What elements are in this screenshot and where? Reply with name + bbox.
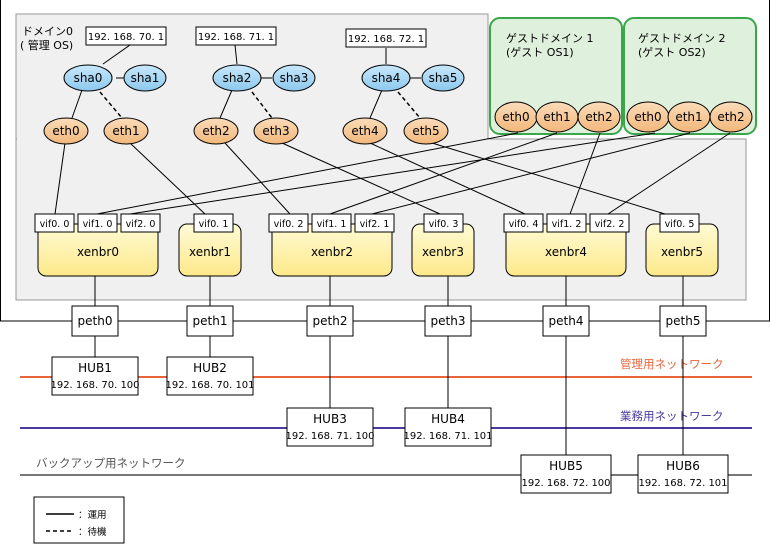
peth4: peth4 [549,314,584,328]
bridge-xenbr3-label: xenbr3 [422,245,464,259]
peth2: peth2 [313,314,348,328]
hub1-name: HUB1 [78,361,112,375]
hub6-name: HUB6 [666,459,700,473]
backup-network-label: バックアップ用ネットワーク [36,456,186,470]
dom0-eth1: eth1 [112,124,139,138]
guest-links [96,132,731,215]
guest-eth-nodes: eth0 eth1 eth2 eth0 eth1 eth2 [494,101,753,133]
peth0: peth0 [78,314,113,328]
guest-domain-1-subtitle: (ゲスト OS1) [506,46,574,59]
bridge-xenbr5-label: xenbr5 [661,245,703,259]
hub3-ip: 192. 168. 71. 100 [285,431,374,442]
hub-boxes: HUB1 192. 168. 70. 100 HUB2 192. 168. 70… [50,356,729,494]
bond-ip-0: 192. 168. 70. 1 [88,32,164,43]
vif-0-0: vif0. 0 [40,219,70,230]
vif-0-1: vif0. 1 [199,219,229,230]
bond-ip-1: 192. 168. 71. 1 [198,32,274,43]
bond-sha4: sha4 [372,71,401,85]
hub2-name: HUB2 [193,361,227,375]
hub4-ip: 192. 168. 71. 101 [403,431,492,442]
bond-ip-boxes: 192. 168. 70. 1 192. 168. 71. 1 192. 168… [85,26,427,48]
bond-sha3: sha3 [280,71,309,85]
hub4-name: HUB4 [431,412,465,426]
dom0-eth-nodes: eth0 eth1 eth2 eth3 eth4 eth5 [43,117,449,145]
dom0-title: ドメイン0 [22,25,73,38]
bond-sha1: sha1 [131,71,160,85]
mgmt-network-label: 管理用ネットワーク [620,357,724,371]
guest2-eth0: eth0 [634,110,661,124]
peth5: peth5 [666,314,701,328]
bridge-xenbr0-label: xenbr0 [77,245,119,259]
hub3-name: HUB3 [313,412,347,426]
peth1: peth1 [193,314,228,328]
bridge-xenbr4-label: xenbr4 [545,245,587,259]
vif-0-4: vif0. 4 [509,219,539,230]
guest-domain-2-title: ゲストドメイン 2 [638,32,726,45]
hub5-name: HUB5 [549,459,583,473]
bond-nodes: sha0 sha1 sha2 sha3 sha4 sha5 [63,64,465,92]
vif-boxes: vif0. 0 vif1. 0 vif2. 0 vif0. 1 vif0. 2 … [34,213,700,233]
hub2-ip: 192. 168. 70. 101 [165,380,254,391]
bridge-xenbr1-label: xenbr1 [189,245,231,259]
business-network-label: 業務用ネットワーク [620,409,724,423]
dom0-eth0: eth0 [52,124,79,138]
peth3: peth3 [431,314,466,328]
vif-1-0: vif1. 0 [83,219,113,230]
guest2-eth1: eth1 [675,110,702,124]
dom0-eth5: eth5 [412,124,439,138]
peth-hub-links [94,336,684,455]
hub6-ip: 192. 168. 72. 101 [638,478,727,489]
guest1-eth2: eth2 [585,110,612,124]
vif-0-2: vif0. 2 [274,219,304,230]
dom0-subtitle: ( 管理 OS) [20,38,73,52]
dom0-standby-links [99,91,421,119]
vif-0-3: vif0. 3 [429,219,459,230]
hub1-ip: 192. 168. 70. 100 [50,380,139,391]
bond-ip-2: 192. 168. 72. 1 [348,34,424,45]
hub5-ip: 192. 168. 72. 100 [521,478,610,489]
vif-1-2: vif1. 2 [552,219,582,230]
dom0-eth2: eth2 [202,124,229,138]
legend-standby-label: ：待機 [78,526,107,538]
guest1-eth1: eth1 [543,110,570,124]
guest-domain-1-title: ゲストドメイン 1 [506,32,594,45]
vif-1-1: vif1. 1 [317,219,347,230]
guest2-eth2: eth2 [717,110,744,124]
bridges: xenbr0 xenbr1 xenbr2 xenbr3 xenbr4 xenbr… [37,223,719,277]
dom0-eth3: eth3 [262,124,289,138]
peth-boxes: peth0 peth1 peth2 peth3 peth4 peth5 [71,305,707,337]
vif-2-1: vif2. 1 [360,219,390,230]
bond-sha0: sha0 [74,71,103,85]
legend-active-label: ：運用 [78,510,107,521]
bridge-xenbr2-label: xenbr2 [311,245,353,259]
bond-sha5: sha5 [429,71,458,85]
guest-domain-2-subtitle: (ゲスト OS2) [638,46,706,59]
vif-0-5: vif0. 5 [665,219,695,230]
dom0-links [54,44,666,215]
bridge-peth-links [94,275,684,306]
bond-sha2: sha2 [223,71,252,85]
vif-2-2: vif2. 2 [595,219,625,230]
legend: ：運用 ：待機 [33,496,125,544]
dom0-eth4: eth4 [351,124,378,138]
vif-2-0: vif2. 0 [126,219,156,230]
guest1-eth0: eth0 [502,110,529,124]
